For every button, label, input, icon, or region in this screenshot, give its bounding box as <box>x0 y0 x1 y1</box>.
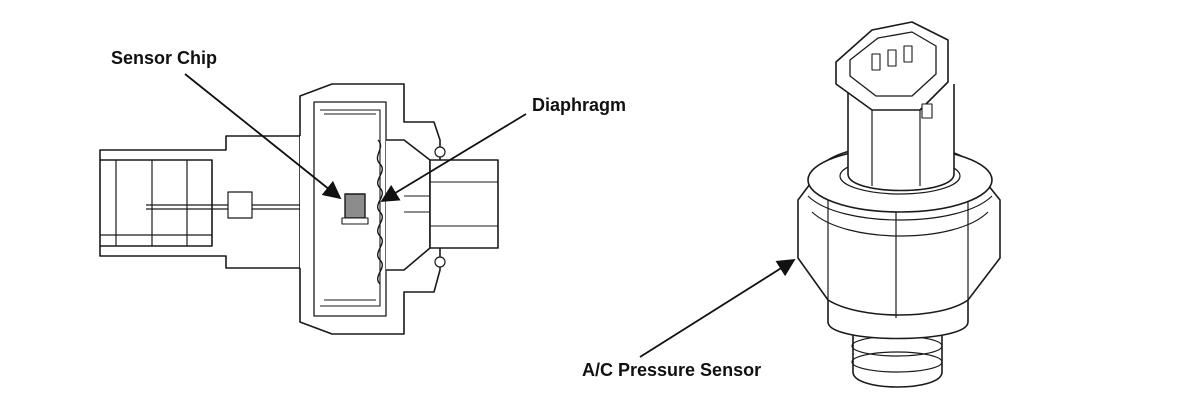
port-flange <box>386 139 431 271</box>
hex-top-ring <box>807 195 993 221</box>
terminal <box>903 45 913 63</box>
connector-housing <box>99 135 301 269</box>
housing-nub <box>434 256 446 268</box>
hex-top-ring <box>811 211 989 237</box>
pressure-port <box>429 159 499 249</box>
terminal <box>887 49 897 67</box>
sensor-chip-label: Sensor Chip <box>111 48 218 68</box>
connector-latch <box>921 103 933 119</box>
inner-chamber <box>313 101 387 317</box>
diaphragm-label: Diaphragm <box>532 95 627 115</box>
sensor-chip <box>344 193 366 219</box>
sensor-chip-arrow <box>184 73 342 200</box>
ac-pressure-sensor-label: A/C Pressure Sensor <box>582 360 762 380</box>
leader-arrows <box>184 73 796 358</box>
ac-pressure-sensor-arrow <box>639 259 796 358</box>
connector-opening <box>849 31 937 97</box>
diaphragm <box>376 139 383 285</box>
terminal <box>871 53 881 71</box>
inner-chamber-wall <box>320 109 381 307</box>
pin-holder <box>227 191 253 219</box>
fitting-ring <box>851 351 943 373</box>
exterior-view <box>797 21 1001 388</box>
cross-section-view <box>99 83 499 335</box>
connector-shell <box>100 159 213 247</box>
housing-nub <box>434 146 446 158</box>
diaphragm-arrow <box>380 113 527 202</box>
sensor-chip-base <box>341 217 369 225</box>
